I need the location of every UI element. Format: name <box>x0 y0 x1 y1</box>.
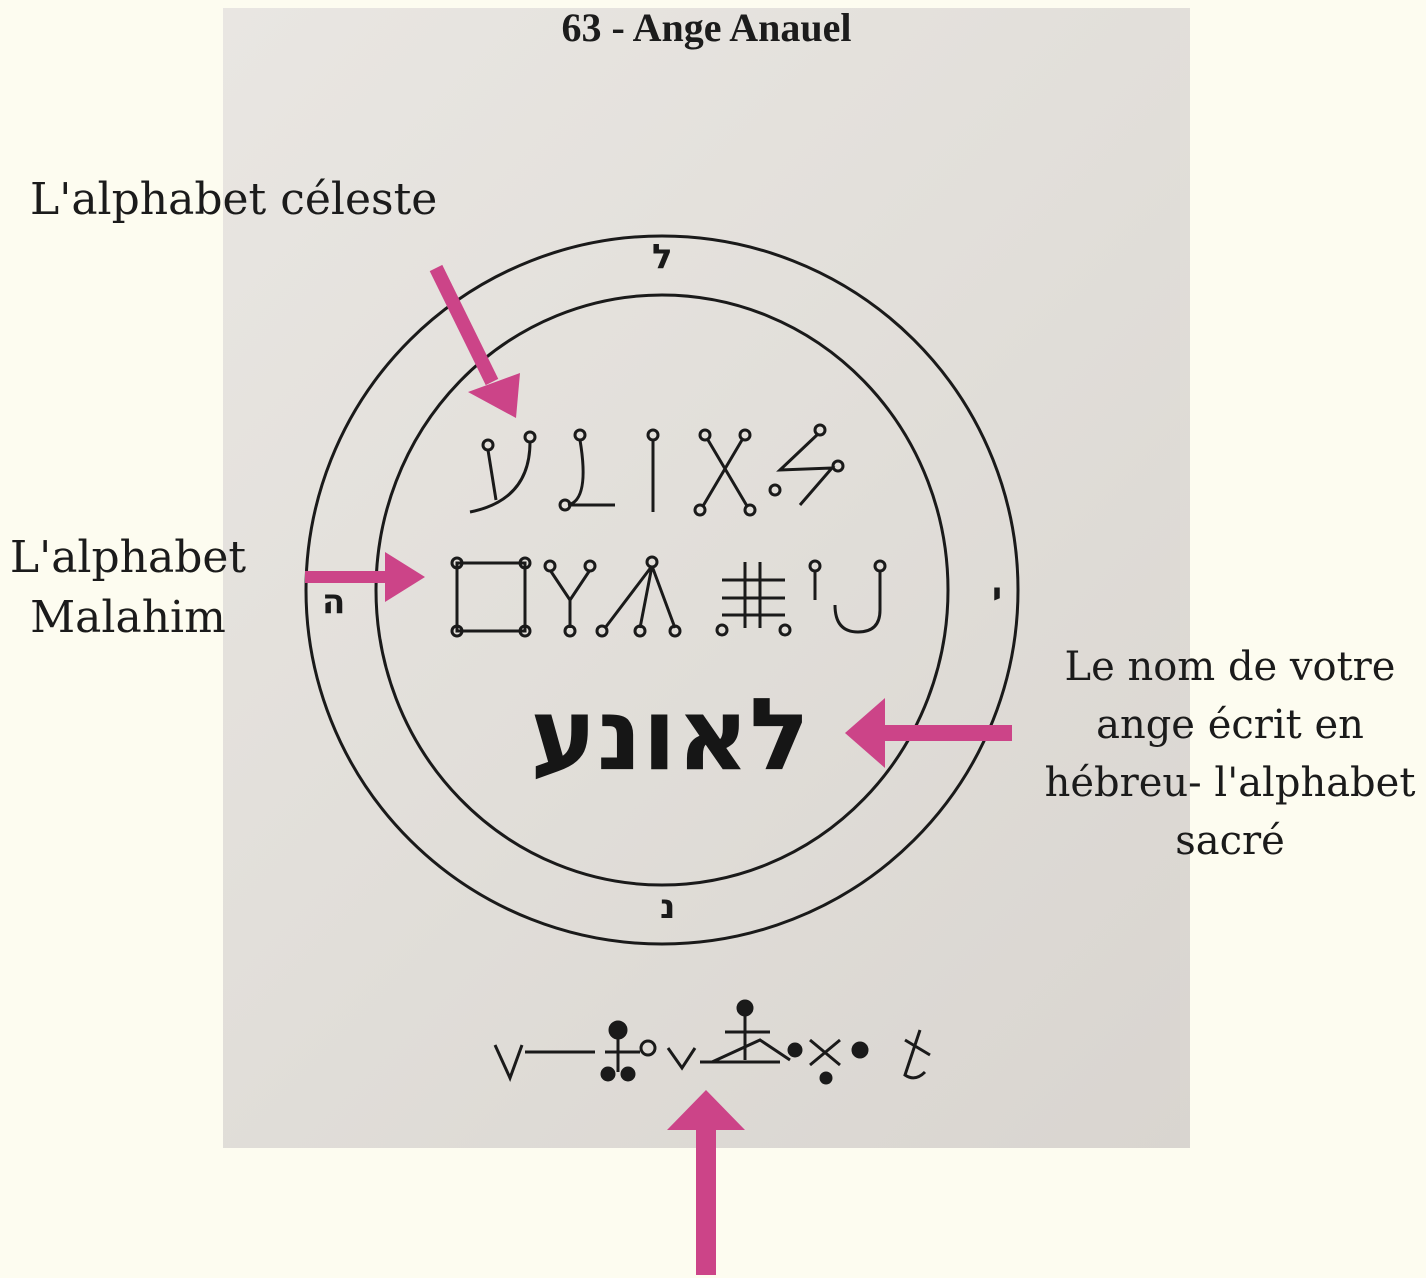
label-hebrew-name: Le nom de votre ange écrit en hébreu- l'… <box>1040 638 1420 870</box>
celestial-alphabet-row <box>469 423 845 517</box>
malahim-glyph-5 <box>808 559 887 634</box>
celestial-glyph-1 <box>469 430 537 514</box>
label-malahim-line-2: Malahim <box>30 592 226 643</box>
rim-letter-right: י <box>992 575 1003 615</box>
outer-ring <box>304 234 1020 946</box>
celestial-glyph-4 <box>693 428 757 517</box>
label-malahim-alphabet: L'alphabet Malahim <box>8 528 248 648</box>
annotation-arrows <box>305 264 1012 1275</box>
hebrew-angel-name: לאונע <box>530 676 810 793</box>
label-hebreu-line-2: ange écrit en <box>1096 702 1364 748</box>
malahim-glyph-3 <box>595 555 682 638</box>
label-hebreu-line-1: Le nom de votre <box>1064 644 1396 690</box>
label-malahim-line-1: L'alphabet <box>9 532 247 583</box>
inner-ring <box>374 293 950 887</box>
bottom-ornament <box>493 999 931 1085</box>
celestial-glyph-2 <box>558 428 615 512</box>
malahim-glyph-4 <box>715 562 792 637</box>
label-hebreu-line-4: sacré <box>1175 818 1285 864</box>
rim-letter-top: ל <box>652 237 673 277</box>
celestial-glyph-5 <box>768 423 845 506</box>
celestial-glyph-3 <box>646 428 660 512</box>
arrow-bottom <box>667 1090 745 1275</box>
malahim-alphabet-row <box>450 555 887 638</box>
malahim-glyph-1 <box>450 556 532 638</box>
rim-letter-left: ה <box>322 582 346 622</box>
photo-title: 63 - Ange Anauel <box>561 5 852 50</box>
rim-letter-bottom: נ <box>660 887 676 927</box>
malahim-glyph-2 <box>543 559 597 638</box>
arrow-hebreu <box>845 698 1012 768</box>
label-hebreu-line-3: hébreu- l'alphabet <box>1044 760 1416 806</box>
label-celestial-alphabet: L'alphabet céleste <box>30 174 438 225</box>
arrow-malahim <box>305 552 425 602</box>
arrow-celeste <box>429 264 520 418</box>
